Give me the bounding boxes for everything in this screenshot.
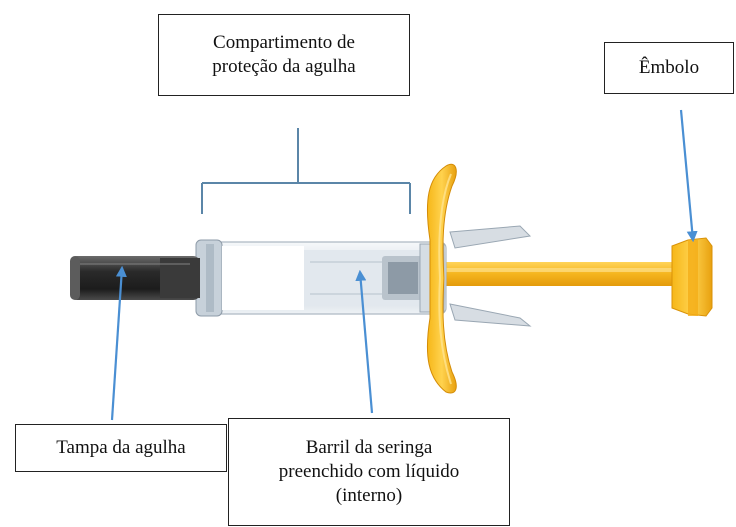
needle-cap-label-text: Tampa da agulha — [56, 437, 186, 458]
finger-flange — [426, 163, 457, 394]
plunger-label: Êmbolo — [604, 42, 734, 94]
arrow-needle-cap — [110, 265, 127, 421]
needle-guard-bracket — [201, 128, 411, 214]
barrel-label-line1: Barril da seringa — [305, 437, 433, 458]
syringe-barrel — [195, 239, 447, 317]
barrel-label-line3: (interno) — [335, 485, 403, 506]
needle-guard-clips — [449, 225, 532, 327]
arrow-plunger — [679, 109, 698, 243]
needle-guard-label-line2: proteção da agulha — [212, 56, 356, 77]
needle-guard-label-line1: Compartimento de — [213, 32, 355, 53]
arrow-barrel — [355, 269, 374, 414]
needle-cap — [70, 256, 200, 300]
barrel-label-line2: preenchido com líquido — [278, 461, 460, 482]
barrel-label: Barril da seringa preenchido com líquido… — [228, 418, 510, 526]
pointer-arrows — [110, 109, 698, 421]
plunger-label-text: Êmbolo — [638, 57, 700, 78]
plunger — [440, 237, 713, 317]
needle-cap-label: Tampa da agulha — [15, 424, 227, 472]
needle-guard-label: Compartimento de proteção da agulha — [158, 14, 410, 96]
